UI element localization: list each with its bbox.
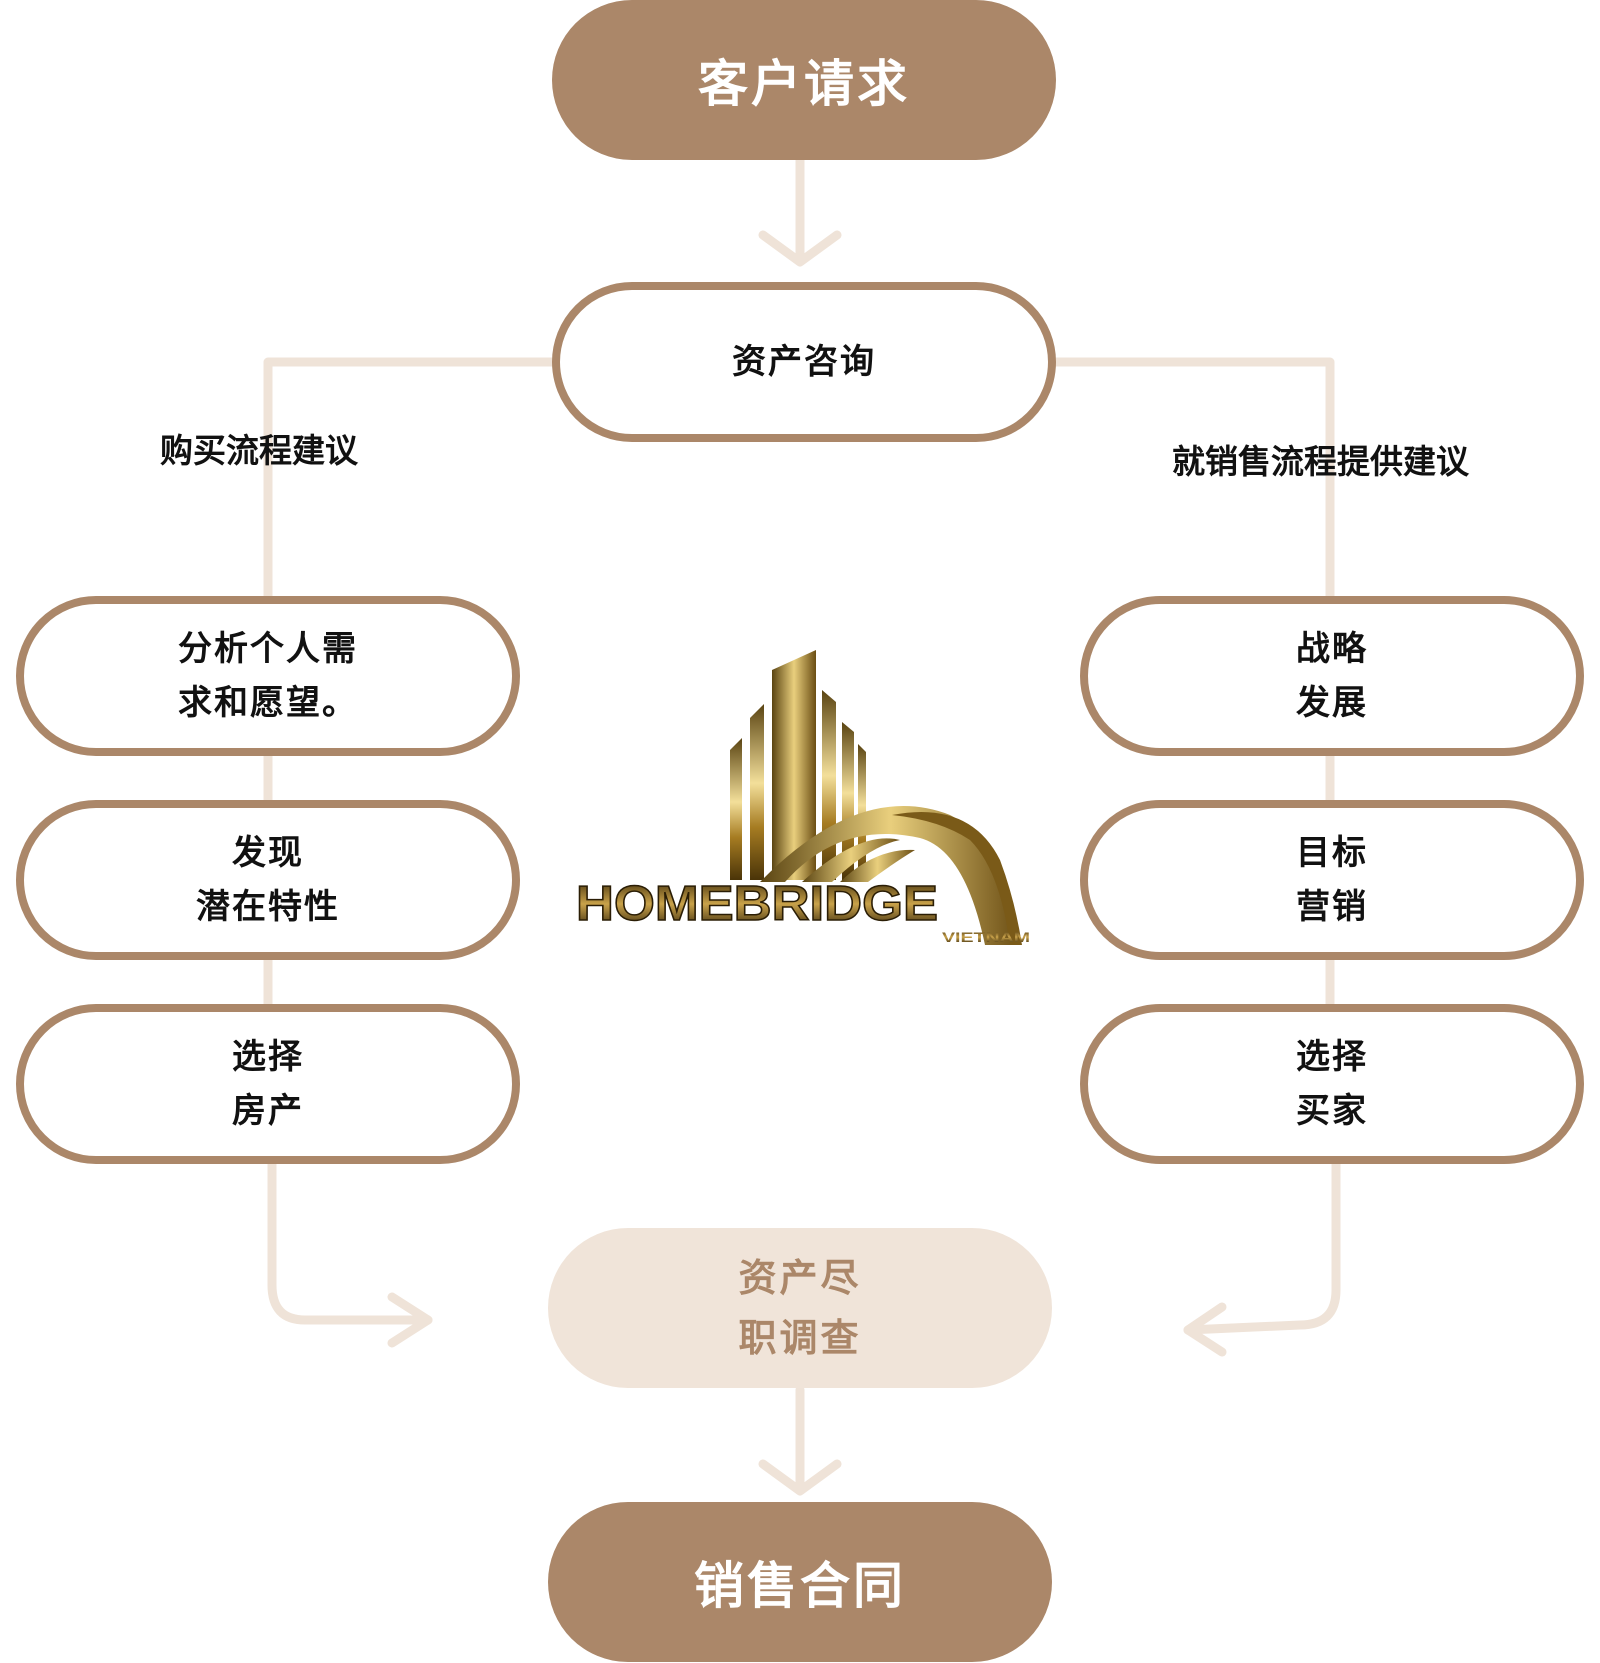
homebridge-logo: HOMEBRIDGE VIETNAM [575,650,1030,945]
node-customer-request-label: 客户请求 [698,55,910,113]
node-due-diligence: 资产尽 职调查 [548,1228,1052,1388]
node-right-step-2-line2: 营销 [1296,887,1368,927]
branch-label-selling: 就销售流程提供建议 [1172,442,1469,481]
node-right-step-3-line1: 选择 [1296,1037,1368,1077]
node-sales-contract-label: 销售合同 [694,1557,906,1615]
connector-left-to-due-diligence [267,1155,433,1325]
arrow-head-top [758,230,842,267]
arrow-head-right [1183,1302,1227,1357]
logo-subtitle: VIETNAM [942,929,1030,945]
arrow-head-bottom [758,1459,842,1496]
connector-right-branch [1045,357,1335,603]
connector-left-branch [263,357,560,603]
node-left-step-1: 分析个人需 求和愿望。 [16,596,520,756]
node-right-step-1-line1: 战略 [1296,629,1368,669]
node-asset-consulting-label: 资产咨询 [732,342,876,382]
node-left-step-3: 选择 房产 [16,1004,520,1164]
node-asset-consulting: 资产咨询 [552,282,1056,442]
node-due-diligence-line2: 职调查 [738,1316,862,1360]
node-left-step-2: 发现 潜在特性 [16,800,520,960]
node-right-step-3-line2: 买家 [1296,1091,1368,1131]
node-due-diligence-line1: 资产尽 [738,1256,862,1300]
node-left-step-3-line2: 房产 [232,1091,304,1131]
node-left-step-2-line1: 发现 [232,833,304,873]
logo-wordmark: HOMEBRIDGE [576,877,938,931]
node-right-step-1: 战略 发展 [1080,596,1584,756]
node-left-step-3-line1: 选择 [232,1037,304,1077]
node-customer-request: 客户请求 [552,0,1056,160]
branch-label-buying: 购买流程建议 [160,431,358,470]
connector-right-to-due-diligence [1183,1155,1341,1335]
node-right-step-1-line2: 发展 [1296,683,1368,723]
arrow-head-left [387,1292,433,1348]
building-icon [730,650,1022,945]
node-left-step-1-line1: 分析个人需 [178,629,358,669]
node-left-step-1-line2: 求和愿望。 [178,683,358,723]
node-right-step-2-line1: 目标 [1296,833,1368,873]
node-right-step-2: 目标 营销 [1080,800,1584,960]
node-right-step-3: 选择 买家 [1080,1004,1584,1164]
node-left-step-2-line2: 潜在特性 [196,887,340,927]
node-sales-contract: 销售合同 [548,1502,1052,1662]
